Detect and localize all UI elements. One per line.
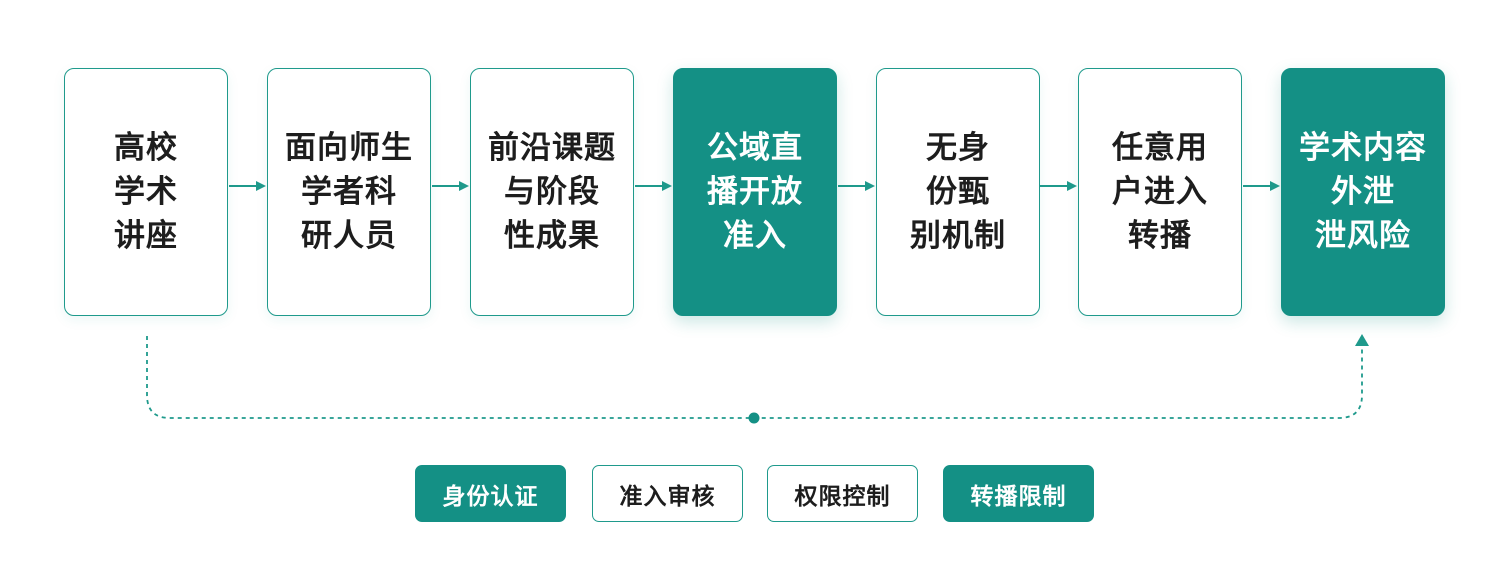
flow-step-research-topics: 前沿课题 与阶段 性成果 [470, 68, 634, 316]
flow-step-no-identity-check: 无身 份甄 别机制 [876, 68, 1040, 316]
dashed-feedback-path [146, 336, 1363, 419]
feedback-arrowhead [1355, 334, 1369, 346]
flow-step-campus-lecture: 高校 学术 讲座 [64, 68, 228, 316]
flow-step-label: 任意用 户进入 转播 [1112, 130, 1208, 254]
flow-step-label: 无身 份甄 别机制 [910, 130, 1006, 254]
flow-step-label: 公域直 播开放 准入 [707, 130, 803, 254]
tag-access-review: 准入审核 [592, 465, 743, 522]
tag-rebroadcast-limit: 转播限制 [943, 465, 1094, 522]
flow-step-label: 面向师生 学者科 研人员 [285, 130, 413, 254]
flow-step-public-livestream: 公域直 播开放 准入 [673, 68, 837, 316]
tag-identity-auth: 身份认证 [415, 465, 566, 522]
flow-step-label: 前沿课题 与阶段 性成果 [488, 130, 616, 254]
feedback-midpoint-dot [748, 412, 760, 424]
flow-step-label: 高校 学术 讲座 [114, 130, 178, 254]
flow-step-audience: 面向师生 学者科 研人员 [267, 68, 431, 316]
flow-step-label: 学术内容 外泄 泄风险 [1299, 130, 1427, 254]
control-tags: 身份认证 准入审核 权限控制 转播限制 [0, 465, 1508, 522]
flow-step-leak-risk: 学术内容 外泄 泄风险 [1281, 68, 1445, 316]
tag-permission-control: 权限控制 [767, 465, 918, 522]
flow-step-any-user-rebroadcast: 任意用 户进入 转播 [1078, 68, 1242, 316]
